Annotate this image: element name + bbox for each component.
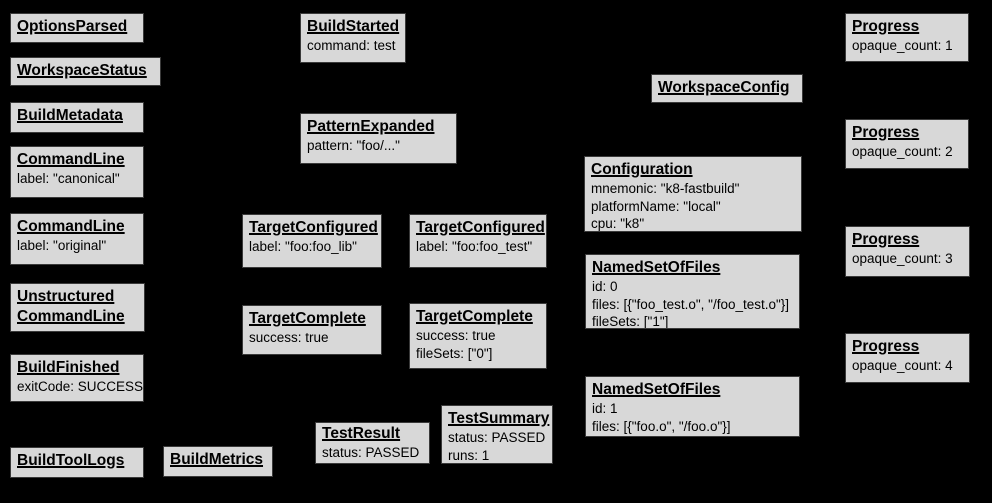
node-field: label: "canonical"	[17, 171, 120, 186]
node-title: TargetComplete	[416, 308, 533, 325]
node-configuration: Configuration mnemonic: "k8-fastbuild" p…	[584, 156, 802, 232]
node-workspace-config: WorkspaceConfig	[651, 74, 803, 103]
node-title: WorkspaceStatus	[17, 62, 147, 79]
node-title: BuildMetadata	[17, 107, 123, 124]
node-unstructured-command-line: Unstructured CommandLine	[10, 283, 145, 332]
node-title: Configuration	[591, 161, 693, 178]
node-field: id: 0	[592, 279, 618, 294]
node-field: command: test	[307, 38, 396, 53]
node-field: pattern: "foo/..."	[307, 138, 400, 153]
node-title: PatternExpanded	[307, 118, 435, 135]
node-title: BuildToolLogs	[17, 452, 125, 469]
node-field: success: true	[249, 330, 329, 345]
node-test-result: TestResult status: PASSED	[315, 422, 430, 464]
node-field: success: true	[416, 328, 496, 343]
node-field: opaque_count: 3	[852, 251, 953, 266]
node-title: BuildMetrics	[170, 451, 264, 468]
node-title: TargetConfigured	[249, 219, 378, 236]
node-build-metadata: BuildMetadata	[10, 102, 144, 133]
node-title: TestSummary	[448, 410, 550, 427]
node-target-complete-foo-lib: TargetComplete success: true	[242, 305, 382, 355]
node-build-metrics: BuildMetrics	[163, 446, 273, 477]
node-field: platformName: "local"	[591, 198, 721, 214]
node-progress-1: Progress opaque_count: 1	[845, 13, 969, 62]
node-field: files: [{"foo_test.o", "/foo_test.o"}]	[592, 296, 790, 312]
node-title: OptionsParsed	[17, 18, 128, 35]
node-build-finished: BuildFinished exitCode: SUCCESS	[10, 354, 144, 402]
node-progress-4: Progress opaque_count: 4	[845, 333, 970, 383]
node-title: Progress	[852, 124, 920, 141]
node-pattern-expanded: PatternExpanded pattern: "foo/..."	[300, 113, 457, 164]
node-field: status: PASSED	[322, 445, 420, 460]
node-title: WorkspaceConfig	[658, 79, 790, 96]
node-target-configured-foo-lib: TargetConfigured label: "foo:foo_lib"	[242, 214, 382, 268]
node-title: BuildStarted	[307, 18, 400, 35]
node-field: cpu: "k8"	[591, 216, 645, 231]
node-progress-2: Progress opaque_count: 2	[845, 119, 969, 169]
node-field: label: "foo:foo_lib"	[249, 239, 357, 254]
node-build-started: BuildStarted command: test	[300, 13, 406, 63]
node-field: opaque_count: 2	[852, 144, 953, 159]
node-field: fileSets: ["1"]	[592, 314, 669, 329]
node-progress-3: Progress opaque_count: 3	[845, 226, 970, 277]
node-title: CommandLine	[17, 218, 125, 235]
node-title: Progress	[852, 18, 920, 35]
node-field: label: "foo:foo_test"	[416, 239, 533, 254]
node-title: Progress	[852, 338, 920, 355]
node-title: BuildFinished	[17, 359, 120, 376]
node-field: id: 1	[592, 401, 618, 416]
node-field: opaque_count: 1	[852, 38, 953, 53]
node-named-set-of-files-0: NamedSetOfFiles id: 0 files: [{"foo_test…	[585, 254, 800, 329]
node-target-configured-foo-test: TargetConfigured label: "foo:foo_test"	[409, 214, 547, 268]
node-title: NamedSetOfFiles	[592, 381, 721, 398]
node-title: Progress	[852, 231, 920, 248]
node-title: TargetConfigured	[416, 219, 545, 236]
node-named-set-of-files-1: NamedSetOfFiles id: 1 files: [{"foo.o", …	[585, 376, 800, 437]
node-options-parsed: OptionsParsed	[10, 13, 144, 43]
node-title: CommandLine	[17, 151, 125, 168]
node-title: TestResult	[322, 425, 401, 442]
node-title: TargetComplete	[249, 310, 366, 327]
node-field: fileSets: ["0"]	[416, 345, 493, 361]
node-field: status: PASSED	[448, 430, 546, 445]
node-title: NamedSetOfFiles	[592, 259, 721, 276]
node-title: Unstructured CommandLine	[17, 288, 125, 325]
node-workspace-status: WorkspaceStatus	[10, 57, 161, 86]
node-target-complete-foo-test: TargetComplete success: true fileSets: […	[409, 303, 547, 369]
node-field: mnemonic: "k8-fastbuild"	[591, 181, 740, 196]
node-field: files: [{"foo.o", "/foo.o"}]	[592, 418, 731, 434]
node-field: label: "original"	[17, 238, 107, 253]
node-command-line-canonical: CommandLine label: "canonical"	[10, 146, 144, 198]
node-field: runs: 1	[448, 447, 490, 463]
node-field: exitCode: SUCCESS	[17, 379, 144, 394]
node-build-tool-logs: BuildToolLogs	[10, 447, 144, 478]
node-command-line-original: CommandLine label: "original"	[10, 213, 144, 265]
node-field: opaque_count: 4	[852, 358, 953, 373]
node-test-summary: TestSummary status: PASSED runs: 1	[441, 405, 553, 464]
